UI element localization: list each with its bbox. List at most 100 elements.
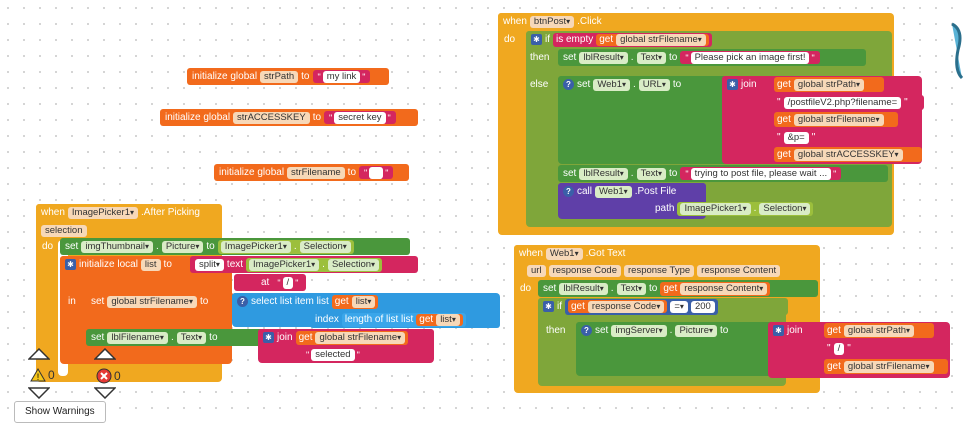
gear-icon[interactable]: ✱ [531,34,542,45]
help-icon[interactable]: ? [563,79,574,90]
var-name[interactable]: strFilename [287,166,345,179]
component-dropdown[interactable]: lblFilename [107,331,168,344]
string-value[interactable]: Please pick an image first! [690,51,810,64]
getter-block[interactable]: ImagePicker1 . Selection [677,201,814,216]
string-value[interactable]: &p= [783,131,809,144]
show-warnings-button[interactable]: Show Warnings [14,401,106,423]
get-variable-block[interactable]: get global strFilename [295,330,409,345]
var-name[interactable]: list [140,258,161,271]
text-block[interactable]: "trying to post file, please wait ..." [680,167,842,180]
set-thumbnail-block[interactable]: set imgThumbnail . Picture to ImagePicke… [60,238,410,255]
errors-down-arrow-icon[interactable] [93,387,117,402]
var-name[interactable]: strPath [260,70,299,83]
variable-dropdown[interactable]: global strFilename [616,33,706,46]
trash-icon[interactable] [950,20,964,83]
help-icon[interactable]: ? [563,186,574,197]
property-dropdown[interactable]: Selection [299,240,351,253]
error-indicator[interactable]: 0 [96,368,121,384]
help-icon[interactable]: ? [237,296,248,307]
get-variable-block[interactable]: get global strPath [824,323,934,338]
get-variable-block[interactable]: get global strACCESSKEY [774,147,922,162]
component-dropdown[interactable]: lblResult [579,167,628,180]
property-dropdown[interactable]: Text [636,51,667,64]
component-dropdown[interactable]: Web1 [593,78,631,91]
help-icon[interactable]: ? [581,325,592,336]
property-dropdown[interactable]: Text [636,167,667,180]
text-block[interactable]: "/" [272,276,304,289]
gear-icon[interactable]: ✱ [727,79,738,90]
get-variable-block[interactable]: get global strFilename [774,112,898,127]
errors-up-arrow-icon[interactable] [93,347,117,363]
warnings-down-arrow-icon[interactable] [27,387,51,402]
property-dropdown[interactable]: Picture [675,324,718,337]
component-dropdown[interactable]: imgThumbnail [81,240,154,253]
gear-icon[interactable]: ✱ [263,332,274,343]
property-dropdown[interactable]: Text [616,282,647,295]
string-value[interactable]: /postfileV2.php?filename= [783,96,902,109]
string-value[interactable]: / [833,342,845,355]
component-dropdown[interactable]: ImagePicker1 [67,206,139,219]
compare-block[interactable]: get response Code = 200 [565,298,718,315]
variable-dropdown[interactable]: global strFilename [843,360,934,373]
string-value[interactable] [369,166,384,179]
param-response-type[interactable]: response Type [624,264,695,277]
warning-indicator[interactable]: ! 0 [30,368,55,382]
component-dropdown[interactable]: ImagePicker1 [249,258,320,271]
component-dropdown[interactable]: lblResult [559,282,608,295]
property-dropdown[interactable]: Selection [759,202,811,215]
property-dropdown[interactable]: Text [176,331,207,344]
get-variable-block[interactable]: get global strFilename [824,359,948,374]
property-dropdown[interactable]: URL [638,78,670,91]
split-block[interactable]: split text ImagePicker1 . Selection [190,256,418,273]
set-lblfilename-block[interactable]: set lblFilename . Text to [86,329,272,346]
getter-block[interactable]: ImagePicker1 . Selection [246,257,383,272]
string-value[interactable]: trying to post file, please wait ... [690,167,832,180]
text-block[interactable]: "my link" [312,70,371,83]
set-lblresult-block[interactable]: set lblResult . Text to get response Con… [538,280,818,297]
split-dropdown[interactable]: split [195,258,224,271]
is-empty-block[interactable]: is empty get global strFilename [553,32,712,47]
param-url[interactable]: url [527,264,546,277]
variable-dropdown[interactable]: global strFilename [107,295,197,308]
var-name[interactable]: strACCESSKEY [233,111,310,124]
get-variable-block[interactable]: get list [416,313,463,326]
variable-dropdown[interactable]: global strPath [843,324,915,337]
component-dropdown[interactable]: ImagePicker1 [680,202,751,215]
param-selection[interactable]: selection [41,224,87,237]
string-value[interactable]: / [282,276,294,289]
component-dropdown[interactable]: Web1 [545,247,583,260]
text-block[interactable]: "secret key" [324,111,396,124]
variable-dropdown[interactable]: response Code [587,300,665,313]
getter-block[interactable]: ImagePicker1 . Selection [217,239,354,254]
param-response-code[interactable]: response Code [548,264,621,277]
variable-dropdown[interactable]: response Content [680,282,768,295]
warnings-up-arrow-icon[interactable] [27,347,51,363]
variable-dropdown[interactable]: global strFilename [793,113,884,126]
property-dropdown[interactable]: Selection [327,258,380,271]
component-dropdown[interactable]: lblResult [579,51,628,64]
operator-dropdown[interactable]: = [670,300,688,313]
text-block[interactable]: "/postfileV2.php?filename=" [774,95,924,110]
set-lblresult-block[interactable]: set lblResult . Text to "trying to post … [558,165,888,182]
get-variable-block[interactable]: get list [331,294,379,309]
param-response-content[interactable]: response Content [697,264,781,277]
text-block[interactable]: "" [359,166,394,179]
set-lblresult-block[interactable]: set lblResult . Text to "Please pick an … [558,49,866,66]
gear-icon[interactable]: ✱ [65,259,76,270]
set-global-strfilename-block[interactable]: set global strFilename to [86,293,234,310]
text-block[interactable]: "selected" [301,348,365,361]
component-dropdown[interactable]: imgServer [611,324,667,337]
text-block[interactable]: "&p=" [774,130,826,145]
gear-icon[interactable]: ✱ [543,301,554,312]
string-value[interactable]: secret key [334,111,386,124]
component-dropdown[interactable]: Web1 [595,185,632,198]
global-strpath-block[interactable]: initialize global strPath to "my link" [187,68,389,85]
gear-icon[interactable]: ✱ [773,325,784,336]
variable-dropdown[interactable]: global strFilename [315,331,406,344]
length-of-list-block[interactable]: length of list list get list [341,312,466,327]
string-value[interactable]: my link [322,70,361,83]
variable-dropdown[interactable]: global strPath [793,78,865,91]
get-variable-block[interactable]: get global strFilename [596,33,709,46]
property-dropdown[interactable]: Picture [161,240,204,253]
string-value[interactable]: selected [311,348,355,361]
